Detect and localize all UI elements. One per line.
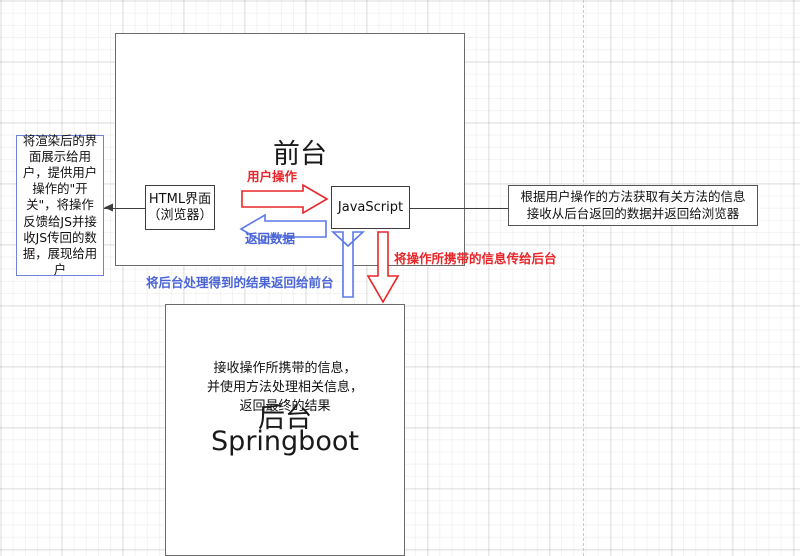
label-return-data: 返回数据 bbox=[245, 231, 296, 246]
node-javascript-label: JavaScript bbox=[337, 199, 404, 215]
node-html-interface[interactable]: HTML界面 （浏览器） bbox=[145, 185, 215, 230]
node-javascript[interactable]: JavaScript bbox=[331, 186, 410, 229]
backend-title: 后台 bbox=[258, 403, 312, 434]
label-return-to-frontend: 将后台处理得到的结果返回给前台 bbox=[146, 275, 334, 290]
label-user-action: 用户操作 bbox=[247, 169, 298, 184]
blue-block-arrow-return-data bbox=[239, 213, 327, 245]
backend-group-box bbox=[165, 304, 405, 556]
label-send-to-backend: 将操作所携带的信息传给后台 bbox=[394, 251, 557, 266]
red-block-arrow-send-to-backend bbox=[366, 231, 400, 304]
note-left-html-description: 将渲染后的界面展示给用户，提供用户操作的"开关"，将操作反馈给JS并接收JS传回… bbox=[16, 132, 104, 277]
page-break-line bbox=[583, 0, 584, 556]
blue-block-arrow-return-to-frontend bbox=[330, 231, 366, 298]
node-html-interface-label: HTML界面 （浏览器） bbox=[147, 191, 213, 223]
arrowhead-to-left-note bbox=[104, 203, 113, 212]
backend-description: 接收操作所携带的信息， 并使用方法处理相关信息， 返回最终的结果 bbox=[206, 361, 363, 414]
frontend-title: 前台 bbox=[273, 139, 327, 170]
note-right-text: 根据用户操作的方法获取有关方法的信息 接收从后台返回的数据并返回给浏览器 bbox=[520, 188, 746, 221]
backend-subtitle: Springboot bbox=[211, 426, 359, 457]
connector-html-to-left-note bbox=[104, 207, 145, 209]
connector-js-to-right-note bbox=[410, 207, 509, 209]
red-block-arrow-user-action bbox=[241, 183, 329, 215]
note-left-text: 将渲染后的界面展示给用户，提供用户操作的"开关"，将操作反馈给JS并接收JS传回… bbox=[22, 132, 98, 277]
note-right-js-description: 根据用户操作的方法获取有关方法的信息 接收从后台返回的数据并返回给浏览器 bbox=[508, 185, 758, 226]
